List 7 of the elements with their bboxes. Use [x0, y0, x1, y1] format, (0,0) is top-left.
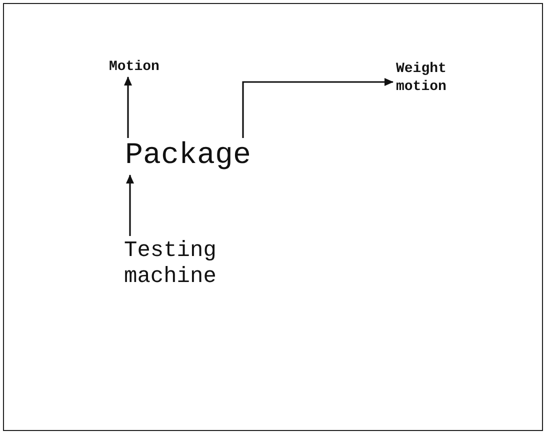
- node-label: Package: [122, 138, 254, 175]
- arrow: [242, 78, 394, 138]
- arrow: [124, 76, 132, 138]
- node-label: Motion: [106, 57, 162, 77]
- node-label: Testing machine: [121, 236, 246, 292]
- arrow: [126, 174, 134, 236]
- node-label: Weight motion: [393, 58, 462, 98]
